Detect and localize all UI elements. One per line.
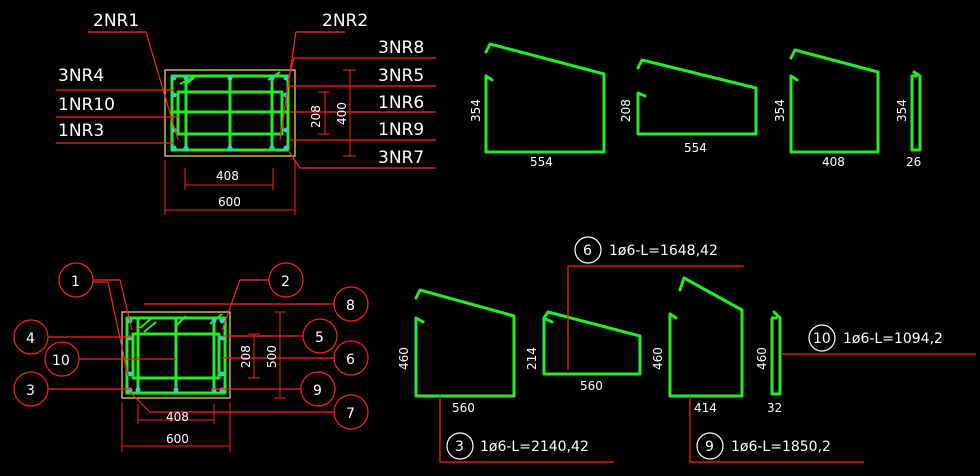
lower-shape-1-callout-circle bbox=[446, 432, 474, 460]
lower-shape-1-leader bbox=[439, 396, 614, 463]
circle-label-4: 4 bbox=[26, 331, 35, 347]
leaders-right bbox=[279, 31, 436, 169]
lower-shape-4-callout-text: 1ø6-L=1094,2 bbox=[843, 331, 943, 347]
concrete-outline-lower bbox=[121, 311, 231, 399]
lower-shape-4-callout-circle bbox=[808, 324, 836, 352]
circle-label-9: 9 bbox=[313, 383, 322, 399]
lower-shape-4-width: 32 bbox=[767, 401, 782, 415]
lower-shape-2-callout-text: 1ø6-L=1648,42 bbox=[609, 243, 718, 259]
label-1nr10: 1NR10 bbox=[58, 95, 115, 115]
circle-label-2: 2 bbox=[281, 274, 290, 290]
upper-section: 3NR4 1NR10 1NR3 2NR1 2NR2 3NR8 3NR5 1NR6… bbox=[56, 11, 436, 215]
dim-208: 208 bbox=[309, 105, 323, 128]
dim-600-lower: 600 bbox=[166, 432, 189, 446]
label-2nr1: 2NR1 bbox=[93, 11, 139, 31]
shape-4-width: 26 bbox=[906, 155, 921, 169]
dim-208-lower: 208 bbox=[239, 345, 253, 368]
shape-2-width: 554 bbox=[684, 141, 707, 155]
lower-shape-1-callout-num: 3 bbox=[455, 439, 464, 455]
circle-label-7: 7 bbox=[346, 406, 355, 422]
dimensions-upper bbox=[164, 69, 356, 215]
lower-shape-1-height: 460 bbox=[397, 347, 411, 370]
lower-shape-3-callout-num: 9 bbox=[705, 439, 714, 455]
lower-shape-1-callout-text: 1ø6-L=2140,42 bbox=[480, 439, 589, 455]
label-1nr9: 1NR9 bbox=[378, 120, 424, 140]
shape-2 bbox=[636, 58, 758, 136]
lower-shape-2-height: 214 bbox=[525, 347, 539, 370]
circle-label-3: 3 bbox=[26, 383, 35, 399]
circle-label-6: 6 bbox=[346, 352, 355, 368]
leaders-left bbox=[56, 31, 180, 144]
leaders-lower bbox=[48, 279, 334, 413]
lower-shape-3-height: 460 bbox=[651, 347, 665, 370]
shape-4 bbox=[910, 70, 922, 152]
lower-shape-2-leader bbox=[567, 265, 744, 370]
shape-4-height: 354 bbox=[895, 99, 909, 122]
shape-1 bbox=[484, 42, 606, 154]
label-3nr5: 3NR5 bbox=[378, 66, 424, 86]
label-3nr7: 3NR7 bbox=[378, 148, 424, 168]
shape-2-height: 208 bbox=[619, 99, 633, 122]
lower-shapes: 460 560 3 1ø6-L=2140,42 214 560 6 1ø6-L=… bbox=[397, 236, 976, 463]
label-3nr4: 3NR4 bbox=[58, 66, 104, 86]
callout-circles bbox=[13, 262, 369, 430]
shape-3-height: 354 bbox=[773, 99, 787, 122]
circle-label-8: 8 bbox=[346, 298, 355, 314]
lower-section: 1 2 8 4 5 10 6 3 9 7 408 600 208 500 bbox=[13, 262, 369, 452]
dim-400: 400 bbox=[335, 102, 349, 125]
circle-label-10: 10 bbox=[52, 353, 70, 369]
concrete-outline bbox=[164, 69, 296, 157]
lower-shape-2 bbox=[542, 310, 642, 376]
label-1nr3: 1NR3 bbox=[58, 121, 104, 141]
shape-1-width: 554 bbox=[530, 155, 553, 169]
lower-shape-4-callout-num: 10 bbox=[813, 331, 831, 347]
lower-shape-3 bbox=[668, 276, 744, 398]
lower-shape-1-width: 560 bbox=[452, 401, 475, 415]
rebar-dots bbox=[171, 75, 289, 151]
label-3nr8: 3NR8 bbox=[378, 38, 424, 58]
shape-3 bbox=[789, 48, 880, 154]
lower-shape-3-leader bbox=[689, 396, 864, 463]
lower-shape-3-callout-circle bbox=[696, 432, 724, 460]
shape-1-height: 354 bbox=[469, 99, 483, 122]
label-1nr6: 1NR6 bbox=[378, 93, 424, 113]
lower-shape-4-height: 460 bbox=[755, 347, 769, 370]
label-2nr2: 2NR2 bbox=[322, 11, 368, 31]
dimensions-lower bbox=[121, 311, 286, 452]
upper-shapes: 354 554 208 554 354 408 354 26 bbox=[469, 42, 922, 169]
dim-408-lower: 408 bbox=[166, 410, 189, 424]
lower-shape-3-width: 414 bbox=[694, 401, 717, 415]
dim-408: 408 bbox=[216, 169, 239, 183]
lower-shape-1 bbox=[414, 288, 516, 398]
circle-label-5: 5 bbox=[315, 330, 324, 346]
lower-shape-2-callout-circle bbox=[574, 236, 602, 264]
lower-shape-2-width: 560 bbox=[580, 379, 603, 393]
circle-label-1: 1 bbox=[71, 274, 80, 290]
stirrup-hooks-lower bbox=[139, 313, 223, 333]
lower-shape-3-callout-text: 1ø6-L=1850,2 bbox=[731, 439, 831, 455]
dim-600: 600 bbox=[218, 195, 241, 209]
dim-500-lower: 500 bbox=[265, 345, 279, 368]
lower-shape-4 bbox=[770, 310, 782, 396]
lower-shape-2-callout-num: 6 bbox=[583, 243, 592, 259]
shape-3-width: 408 bbox=[822, 155, 845, 169]
